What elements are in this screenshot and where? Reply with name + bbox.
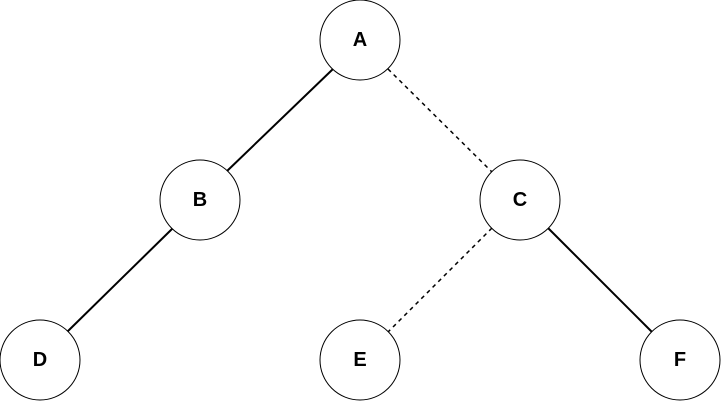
edge-c-e [387,227,493,333]
node-e-circle [319,319,401,401]
node-f-label: F [674,349,686,371]
edges-layer [66,68,653,333]
node-a-label: A [353,29,367,51]
node-b-circle [159,159,241,241]
node-d-circle [0,319,81,401]
node-a-circle [319,0,401,81]
node-f-circle [639,319,721,401]
node-e-label: E [353,349,366,371]
node-b-label: B [193,189,207,211]
node-d[interactable]: D [0,319,81,401]
node-c-label: C [513,189,527,211]
edge-c-f [547,227,653,333]
edge-a-b [225,68,334,173]
node-c-circle [479,159,561,241]
node-a[interactable]: A [319,0,401,81]
node-b[interactable]: B [159,159,241,241]
node-e[interactable]: E [319,319,401,401]
node-c[interactable]: C [479,159,561,241]
edge-a-c [387,68,493,173]
node-f[interactable]: F [639,319,721,401]
edge-b-d [66,227,174,333]
node-d-label: D [33,349,47,371]
